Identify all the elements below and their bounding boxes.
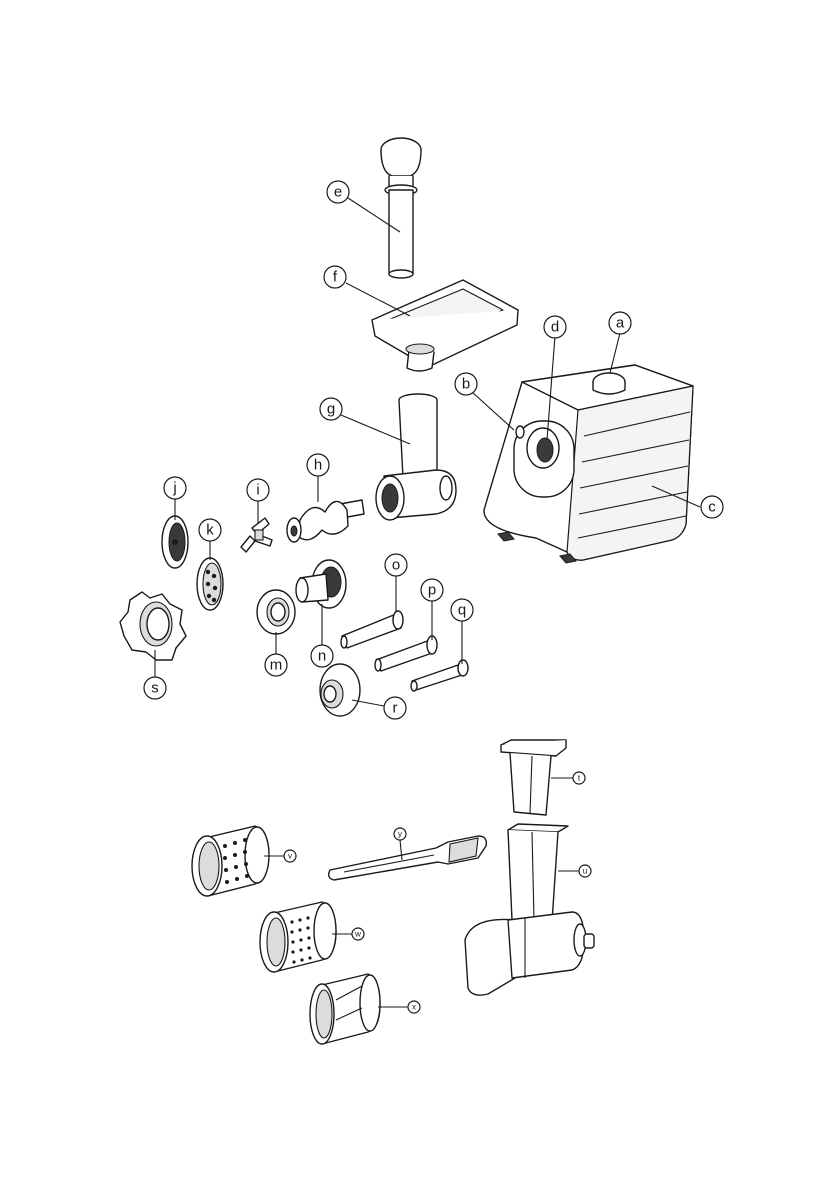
part-h-worm-auger <box>287 500 364 542</box>
callout-label: i <box>256 482 259 499</box>
part-m-spacer-ring <box>257 590 295 634</box>
callout-b: b <box>455 373 477 395</box>
callout-x: x <box>408 1001 420 1013</box>
part-j-fine-plate <box>162 516 188 568</box>
part-o-sausage-tube-large <box>341 611 403 648</box>
callout-r: r <box>384 697 406 719</box>
callout-label: r <box>393 700 398 717</box>
callout-label: e <box>334 184 342 201</box>
part-x-slicing-drum <box>310 974 380 1044</box>
part-s-ring-nut <box>120 592 186 660</box>
callout-label: g <box>327 401 335 418</box>
callout-k: k <box>199 519 221 541</box>
part-q-sausage-tube-small <box>411 660 468 691</box>
callout-e: e <box>327 181 349 203</box>
motor-housing <box>484 365 693 563</box>
callout-c: c <box>701 496 723 518</box>
part-y-cleaning-tool <box>329 836 487 880</box>
callout-a: a <box>609 312 631 334</box>
callout-j: j <box>164 477 186 499</box>
callout-q: q <box>451 599 473 621</box>
callout-label: j <box>172 480 176 497</box>
callout-h: h <box>307 454 329 476</box>
part-i-cutting-blade <box>241 518 272 552</box>
part-w-grating-drum-coarse <box>260 902 336 972</box>
callout-label: p <box>428 582 436 599</box>
callout-label: x <box>412 1003 416 1012</box>
callout-label: a <box>616 315 625 332</box>
callout-label: c <box>708 499 716 516</box>
callout-d: d <box>544 316 566 338</box>
callout-label: o <box>392 557 400 574</box>
callout-m: m <box>265 654 287 676</box>
part-f-feeding-tray <box>372 280 518 371</box>
part-n-kibbe-attachment <box>296 560 346 608</box>
callout-label: b <box>462 376 470 393</box>
callout-g: g <box>320 398 342 420</box>
callout-label: w <box>354 930 361 939</box>
part-g-grinder-head <box>376 394 456 520</box>
callout-p: p <box>421 579 443 601</box>
callout-label: n <box>318 648 326 665</box>
callout-f: f <box>324 266 346 288</box>
callout-t: t <box>573 772 585 784</box>
callout-s: s <box>144 677 166 699</box>
callout-label: m <box>270 657 283 674</box>
part-r-kibbe-cone <box>320 664 360 716</box>
callout-label: u <box>583 867 587 876</box>
callout-label: q <box>458 602 466 619</box>
callout-o: o <box>385 554 407 576</box>
callout-y: y <box>394 828 406 840</box>
callout-v: v <box>284 850 296 862</box>
callout-w: w <box>352 928 364 940</box>
callout-n: n <box>311 645 333 667</box>
part-k-coarse-plate <box>197 558 223 610</box>
callout-label: k <box>206 522 214 539</box>
part-e-food-pusher <box>381 138 421 278</box>
callout-label: y <box>398 830 402 839</box>
part-p-sausage-tube-medium <box>375 636 437 671</box>
callout-label: h <box>314 457 322 474</box>
callout-label: s <box>151 680 159 697</box>
part-v-grating-drum-fine <box>192 826 269 896</box>
callout-u: u <box>579 865 591 877</box>
callout-i: i <box>247 479 269 501</box>
callout-label: d <box>551 319 559 336</box>
callout-label: v <box>288 852 292 861</box>
